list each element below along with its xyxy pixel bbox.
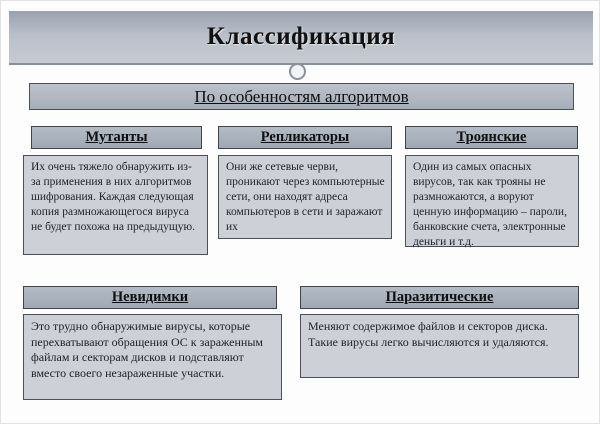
card-body-parasitic: Меняют содержимое файлов и секторов диск… [300,314,579,378]
card-body-text: Они же сетевые черви, проникают через ко… [226,161,385,233]
section-header: По особенностям алгоритмов [29,83,574,110]
card-title-mutants: Мутанты [31,126,202,149]
card-title-label: Репликаторы [260,129,350,145]
card-body-text: Это трудно обнаружимые вирусы, которые п… [31,319,263,380]
circle-ornament-icon [289,63,306,80]
card-body-replicators: Они же сетевые черви, проникают через ко… [218,155,392,239]
card-title-stealth: Невидимки [23,286,277,309]
card-title-parasitic: Паразитические [300,286,579,309]
card-title-label: Троянские [456,129,527,145]
card-title-label: Паразитические [385,289,494,305]
card-title-label: Невидимки [111,289,189,305]
section-header-label: По особенностям алгоритмов [194,86,409,106]
card-body-mutants: Их очень тяжело обнаружить из-за примене… [23,155,208,255]
card-title-trojans: Троянские [405,126,578,149]
card-body-text: Меняют содержимое файлов и секторов диск… [308,319,549,349]
card-title-replicators: Репликаторы [218,126,392,149]
title-band: Классификация [9,11,593,65]
card-body-trojans: Один из самых опасных вирусов, так как т… [405,155,579,248]
card-body-text: Их очень тяжело обнаружить из-за примене… [31,161,195,233]
card-body-text: Один из самых опасных вирусов, так как т… [413,161,567,248]
slide-title: Классификация [206,23,396,50]
card-title-label: Мутанты [85,129,148,145]
card-body-stealth: Это трудно обнаружимые вирусы, которые п… [23,314,282,400]
